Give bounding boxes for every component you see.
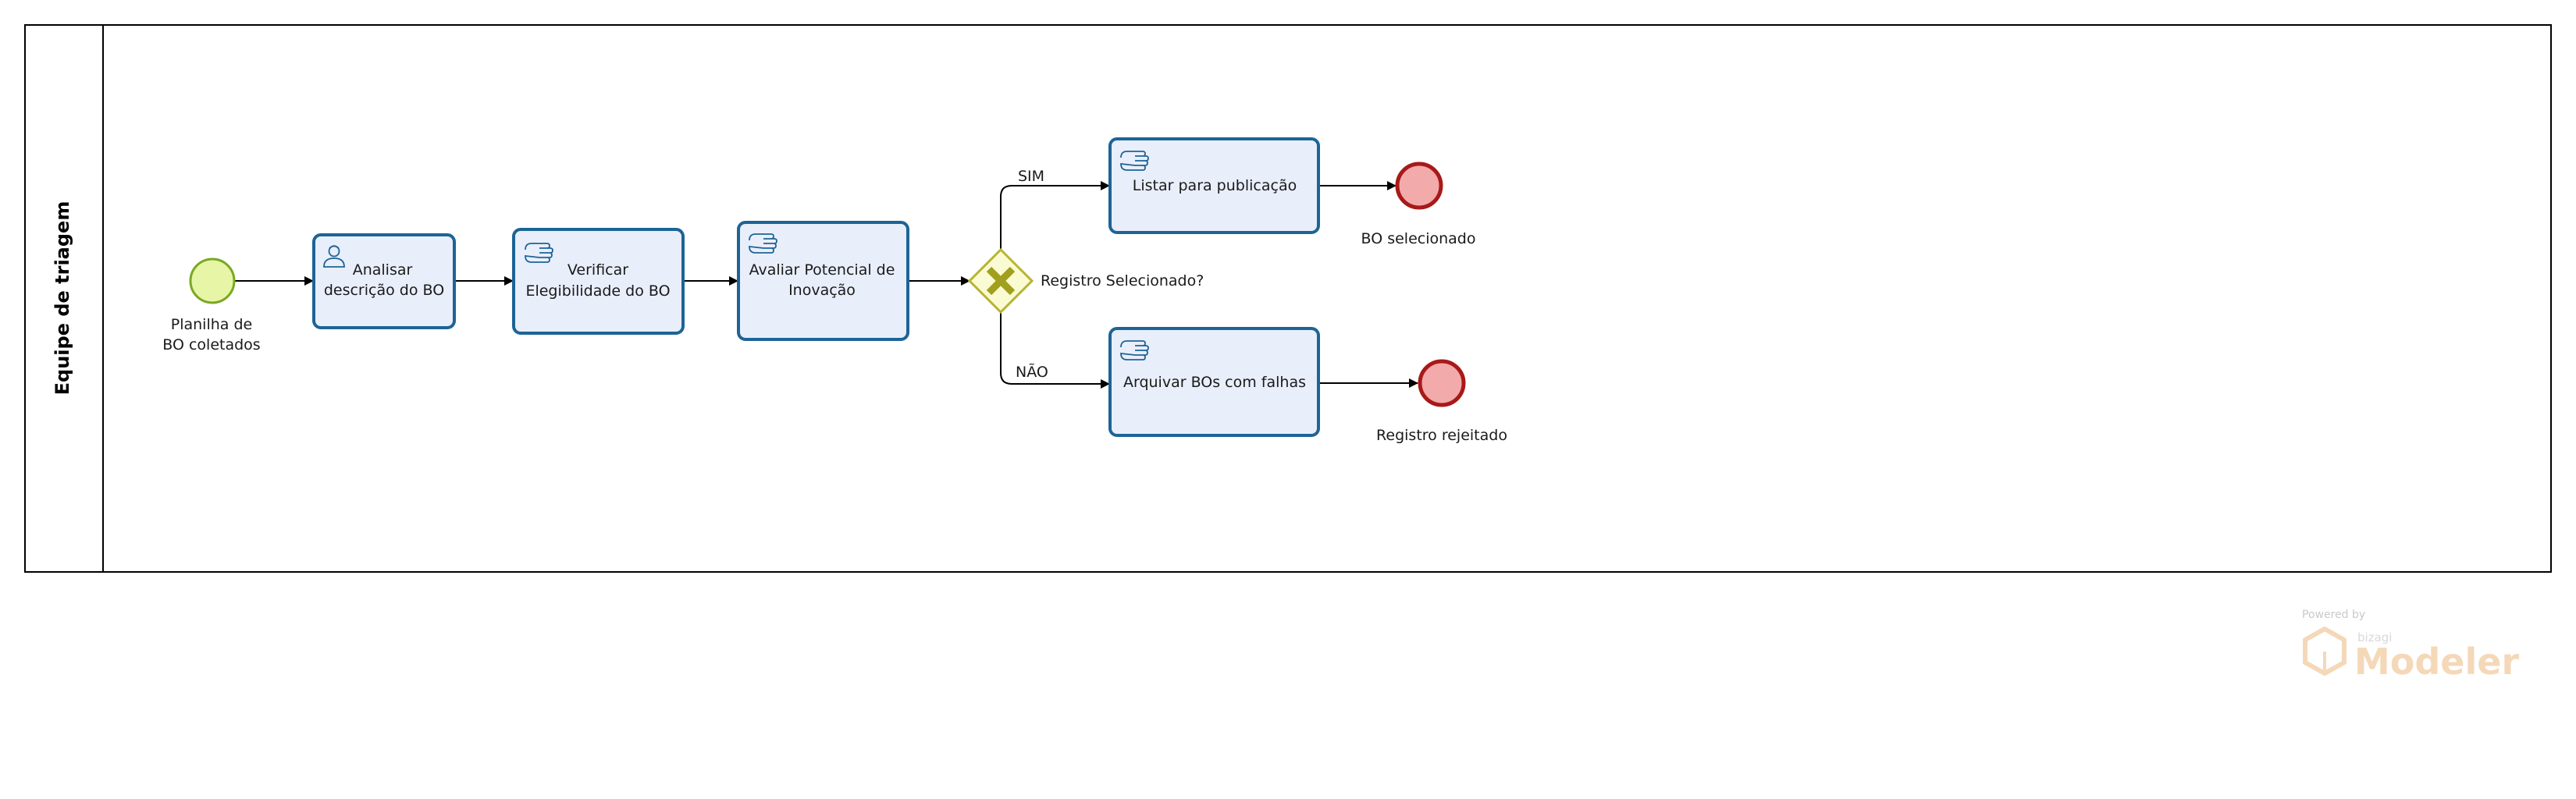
task-verificar-label-2: Elegibilidade do BO <box>525 282 670 300</box>
watermark-product: Modeler <box>2354 641 2519 683</box>
end-event-selecionado[interactable]: BO selecionado <box>1361 162 1476 247</box>
end-event-selecionado-label: BO selecionado <box>1361 230 1476 247</box>
gateway-x-icon <box>986 266 1016 296</box>
task-arquivar[interactable]: Arquivar BOs com falhas <box>1108 327 1320 437</box>
task-verificar[interactable]: Verificar Elegibilidade do BO <box>512 228 685 335</box>
bizagi-logo-icon <box>2303 627 2347 676</box>
end-event-rejeitado[interactable]: Registro rejeitado <box>1376 359 1507 444</box>
gateway-label: Registro Selecionado? <box>1041 272 1204 289</box>
task-analisar-label-1: Analisar <box>353 261 413 279</box>
task-avaliar-box[interactable] <box>737 221 909 341</box>
task-listar-label: Listar para publicação <box>1133 177 1297 194</box>
task-verificar-label-1: Verificar <box>568 261 628 279</box>
flow-sim[interactable] <box>1000 181 1110 250</box>
task-avaliar-label-1: Avaliar Potencial de <box>749 261 895 279</box>
task-avaliar[interactable]: Avaliar Potencial de Inovação <box>737 221 909 341</box>
start-event-label-2: BO coletados <box>162 336 260 353</box>
lane-title: Equipe de triagem <box>52 201 73 396</box>
bizagi-watermark: Powered by bizagi Modeler <box>2302 609 2519 683</box>
start-event-label-1: Planilha de <box>171 316 252 333</box>
watermark-powered-by: Powered by <box>2302 609 2365 621</box>
manual-task-icon <box>525 243 553 263</box>
watermark-brand: bizagi <box>2357 630 2392 645</box>
sequence-flows <box>235 181 1418 389</box>
manual-task-icon <box>1120 340 1149 360</box>
task-avaliar-label-2: Inovação <box>788 282 856 299</box>
manual-task-icon <box>749 233 777 254</box>
task-verificar-box[interactable] <box>512 228 685 335</box>
task-listar-box[interactable] <box>1108 137 1320 234</box>
end-event-selecionado-circle[interactable] <box>1395 162 1443 210</box>
flow-nao[interactable] <box>1000 312 1110 389</box>
task-analisar[interactable]: Analisar descrição do BO <box>312 233 456 329</box>
flow-label-sim: SIM <box>1018 168 1044 185</box>
task-analisar-label-2: descrição do BO <box>324 282 444 299</box>
manual-task-icon <box>1120 151 1149 171</box>
end-event-rejeitado-circle[interactable] <box>1418 359 1466 407</box>
user-task-icon <box>323 245 345 268</box>
task-listar[interactable]: Listar para publicação <box>1108 137 1320 234</box>
end-event-rejeitado-label: Registro rejeitado <box>1376 427 1507 444</box>
task-arquivar-label: Arquivar BOs com falhas <box>1123 374 1306 391</box>
flow-label-nao: NÃO <box>1016 363 1048 381</box>
exclusive-gateway[interactable]: Registro Selecionado? <box>967 247 1204 314</box>
start-event[interactable]: Planilha de BO coletados <box>162 257 261 353</box>
task-arquivar-box[interactable] <box>1108 327 1320 437</box>
task-analisar-box[interactable] <box>312 233 456 329</box>
start-event-circle[interactable] <box>189 257 236 304</box>
